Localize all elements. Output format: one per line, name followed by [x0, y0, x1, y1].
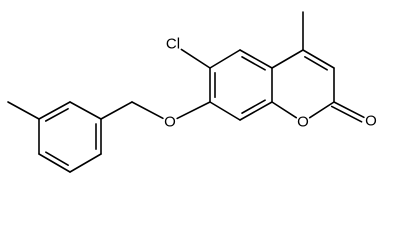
bond-me2-t1: [7, 101, 40, 120]
atom-label-ring-oxygen: O: [297, 114, 309, 131]
bond-a2-a3: [209, 49, 241, 69]
bond-t3-t4: [69, 153, 102, 173]
bond-t2-t3: [38, 153, 71, 173]
bond-a4-c4: [271, 49, 304, 69]
bond-t5-t6: [69, 101, 102, 120]
atom-label-cl: Cl: [166, 36, 180, 53]
bond-c2-o_ring: [308, 101, 335, 119]
structural-formula-diagram: ClO O O: [7, 11, 377, 173]
bond-c4-c3-inner: [304, 56, 328, 71]
bond-t5-ch2: [100, 101, 133, 120]
bond-ch2-o_ether: [131, 101, 164, 120]
bond-o_ring-a5: [271, 101, 298, 119]
atom-label-layer: ClO O O: [164, 36, 377, 131]
atom-label-carbonyl-oxygen: O: [365, 113, 377, 130]
bond-c2-o_carbonyl: [333, 101, 365, 119]
bond-a3-a4-inner: [241, 56, 266, 71]
bond-layer: [7, 11, 365, 173]
bond-a3-a4: [239, 49, 273, 69]
bond-t6-t1-inner: [44, 107, 69, 122]
bond-o_ether-a1: [176, 101, 211, 120]
bond-a6-a1: [209, 101, 241, 121]
bond-c2-o_carbonyl-second: [330, 105, 363, 123]
bond-c4-c3: [302, 49, 335, 69]
bond-t2-t3-inner: [45, 151, 69, 166]
bond-a5-a6: [239, 101, 273, 121]
bond-a2-cl: [180, 48, 211, 69]
bond-a5-a6-inner: [241, 99, 266, 114]
bond-t6-t1: [38, 101, 71, 120]
atom-label-ether-oxygen: O: [164, 114, 176, 131]
